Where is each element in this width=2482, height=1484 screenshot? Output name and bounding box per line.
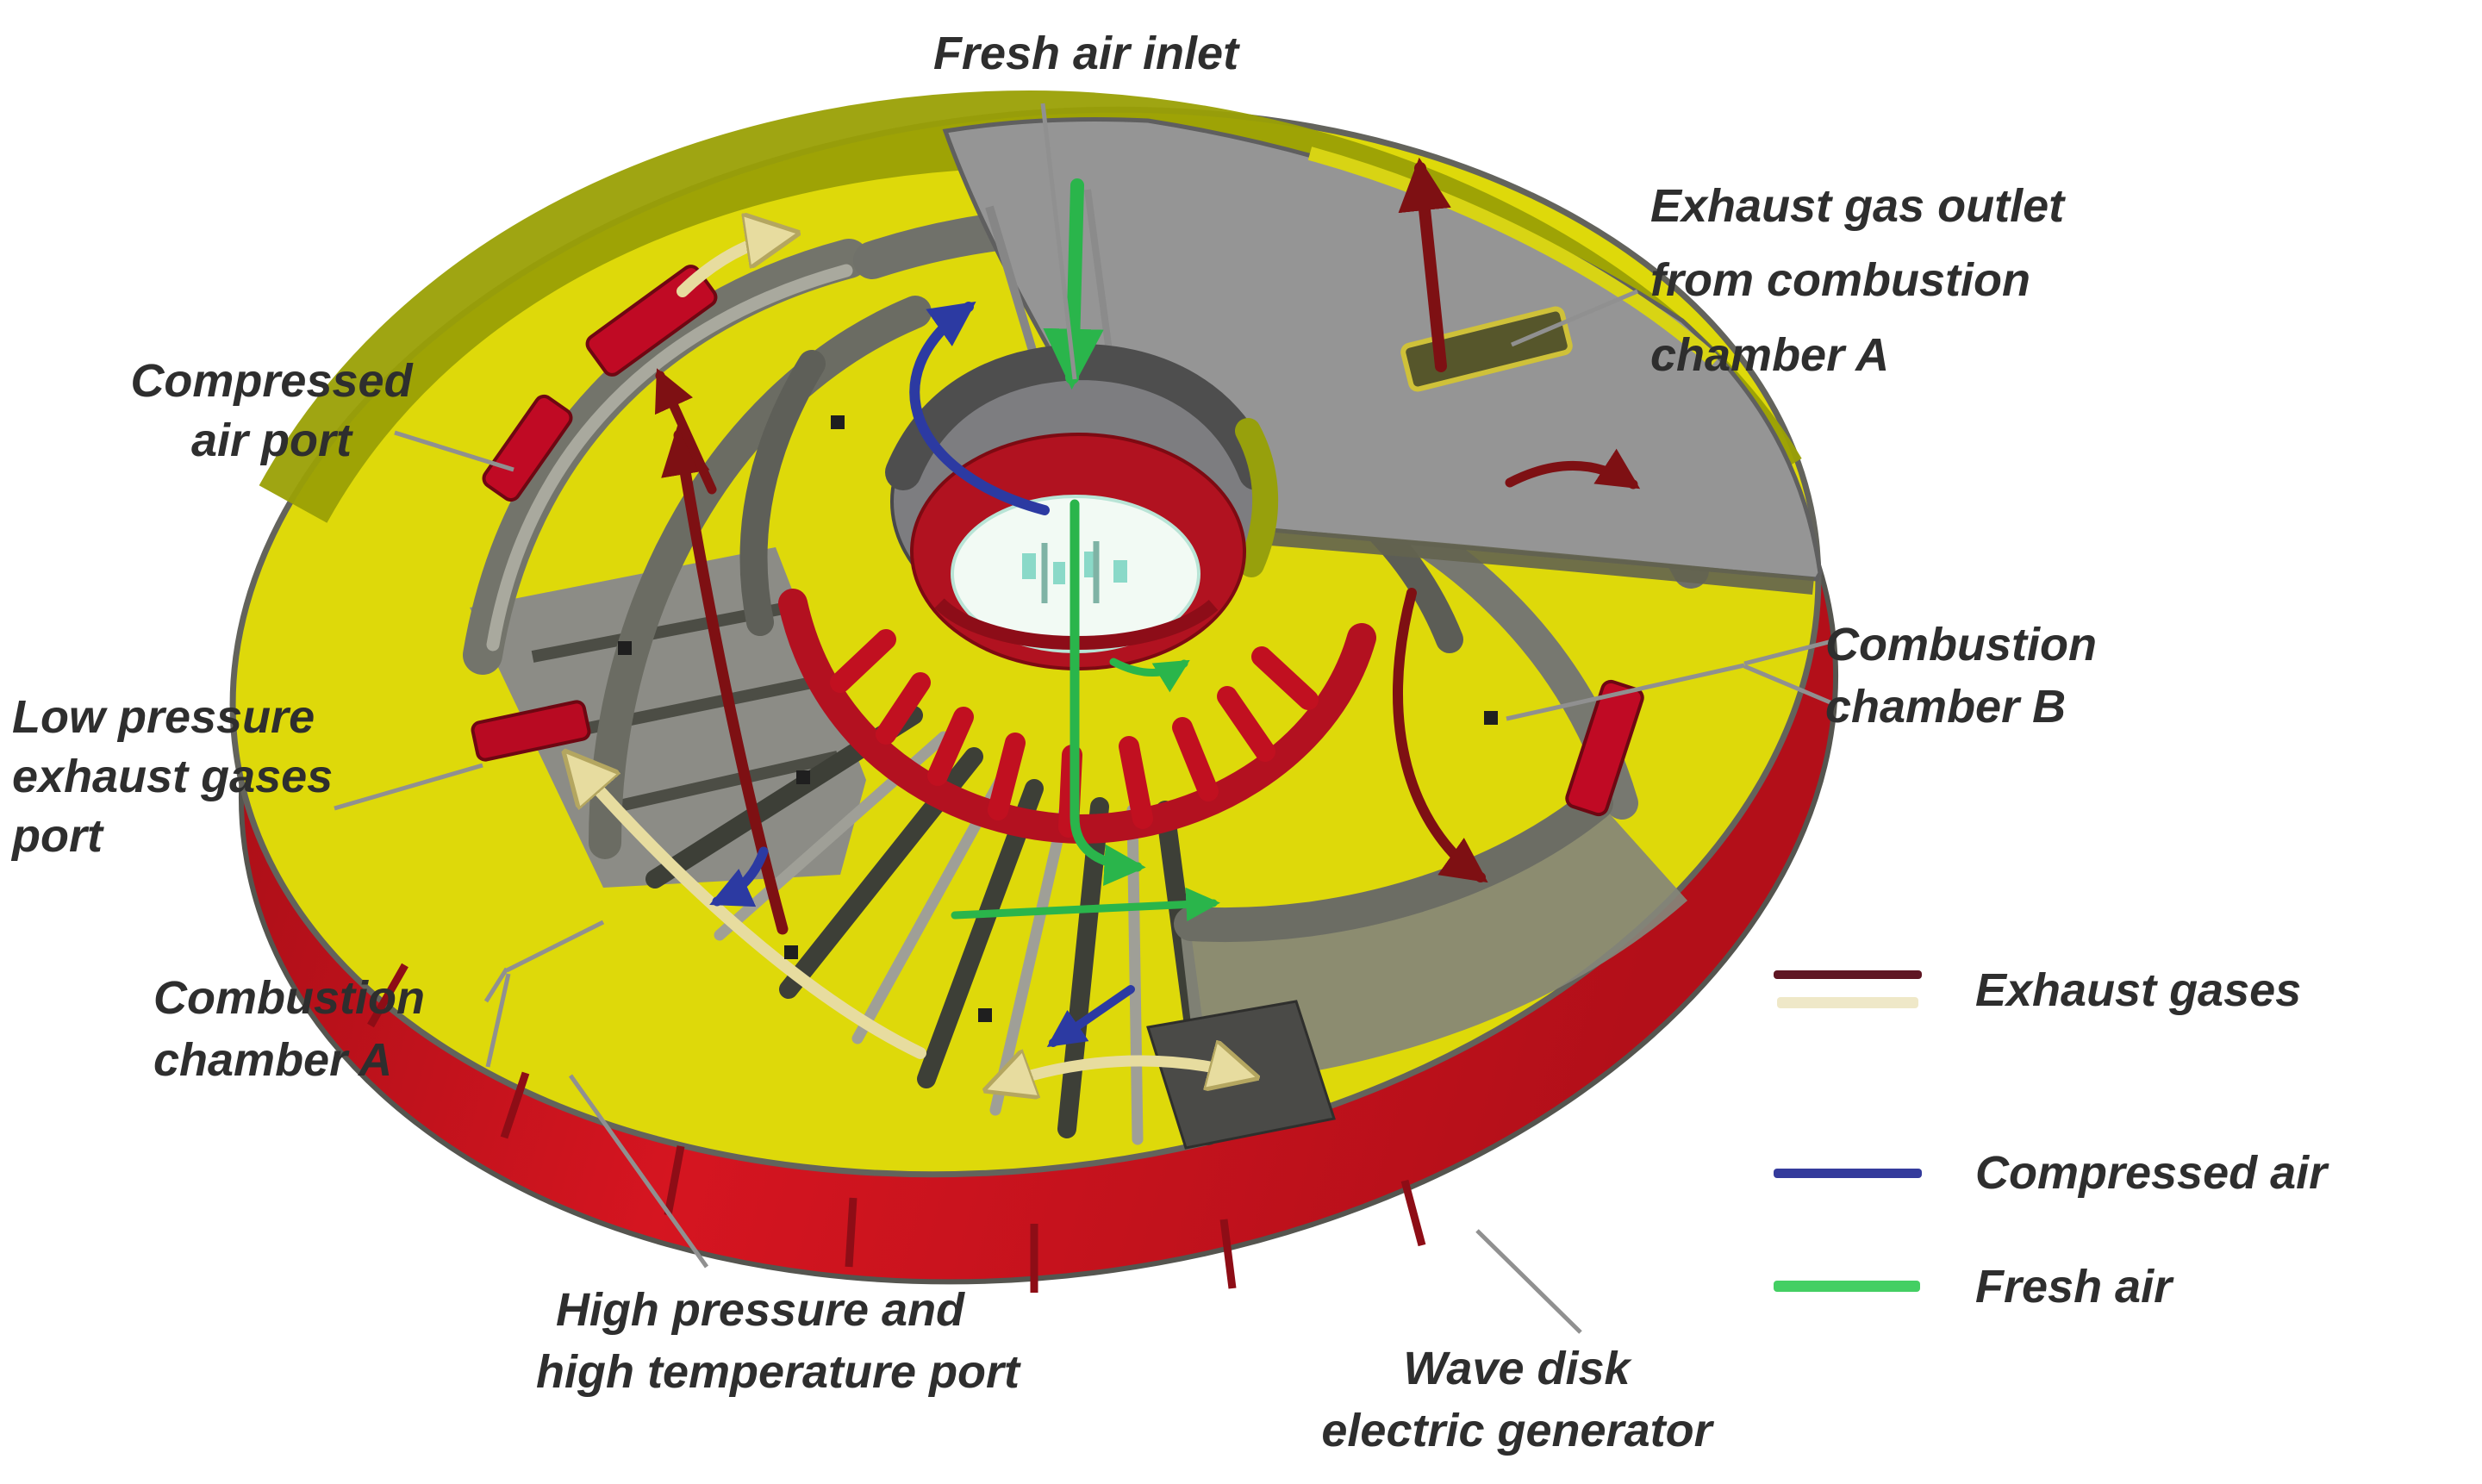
label-line: Exhaust gas outlet: [1650, 180, 2065, 232]
label-low-pressure-port: Low pressure exhaust gases port: [12, 688, 333, 866]
label-line: exhaust gases: [12, 751, 334, 803]
label-line: high temperature port: [536, 1346, 1020, 1399]
label-line: chamber A: [1650, 328, 1890, 381]
fresh-air-arrows: [951, 178, 1220, 922]
inner-sector-right: [1181, 808, 1687, 1084]
label-compressed-air-port: Compressed air port: [73, 352, 470, 471]
label-line: from combustion: [1650, 254, 2030, 307]
label-line: Combustion: [153, 972, 425, 1024]
label-exhaust-gas-outlet: Exhaust gas outlet from combustion chamb…: [1650, 169, 2064, 392]
legend-label-exhaust-gases: Exhaust gases: [1975, 964, 2302, 1016]
label-combustion-chamber-a: Combustion chamber A: [153, 967, 425, 1092]
label-line: chamber A: [153, 1034, 393, 1087]
legend-swatch-fresh-air: [1774, 1281, 1920, 1292]
label-combustion-chamber-b: Combustion chamber B: [1825, 614, 2097, 739]
legend-label-compressed-air: Compressed air: [1975, 1147, 2328, 1199]
hub: [885, 343, 1279, 670]
label-line: air port: [190, 415, 352, 467]
exhaust-gas-arrows: [654, 157, 1641, 935]
label-line: Compressed: [130, 355, 413, 407]
label-high-pressure-port: High pressure and high temperature port: [536, 1279, 1020, 1404]
legend-swatch-exhaust-light: [1777, 997, 1918, 1008]
label-line: port: [12, 810, 103, 863]
label-line: Low pressure: [12, 691, 315, 743]
label-wave-disk-generator: Wave disk electric generator: [1319, 1337, 1715, 1462]
label-line: Wave disk: [1403, 1343, 1631, 1394]
leader-lines: [334, 103, 1833, 1334]
label-line: chamber B: [1825, 681, 2067, 733]
compressed-air-arrows: [709, 301, 1135, 1047]
label-line: High pressure and: [555, 1284, 965, 1336]
label-fresh-air-inlet: Fresh air inlet: [932, 28, 1239, 79]
legend-swatch-exhaust-dark: [1774, 970, 1922, 979]
anchor-dots: [618, 415, 1498, 1022]
exhaust-trace-arrows: [571, 234, 1250, 1088]
legend-swatch-compressed-air: [1774, 1169, 1922, 1178]
legend-label-fresh-air: Fresh air: [1975, 1261, 2173, 1313]
label-line: Combustion: [1825, 619, 2097, 670]
label-line: electric generator: [1321, 1405, 1712, 1457]
